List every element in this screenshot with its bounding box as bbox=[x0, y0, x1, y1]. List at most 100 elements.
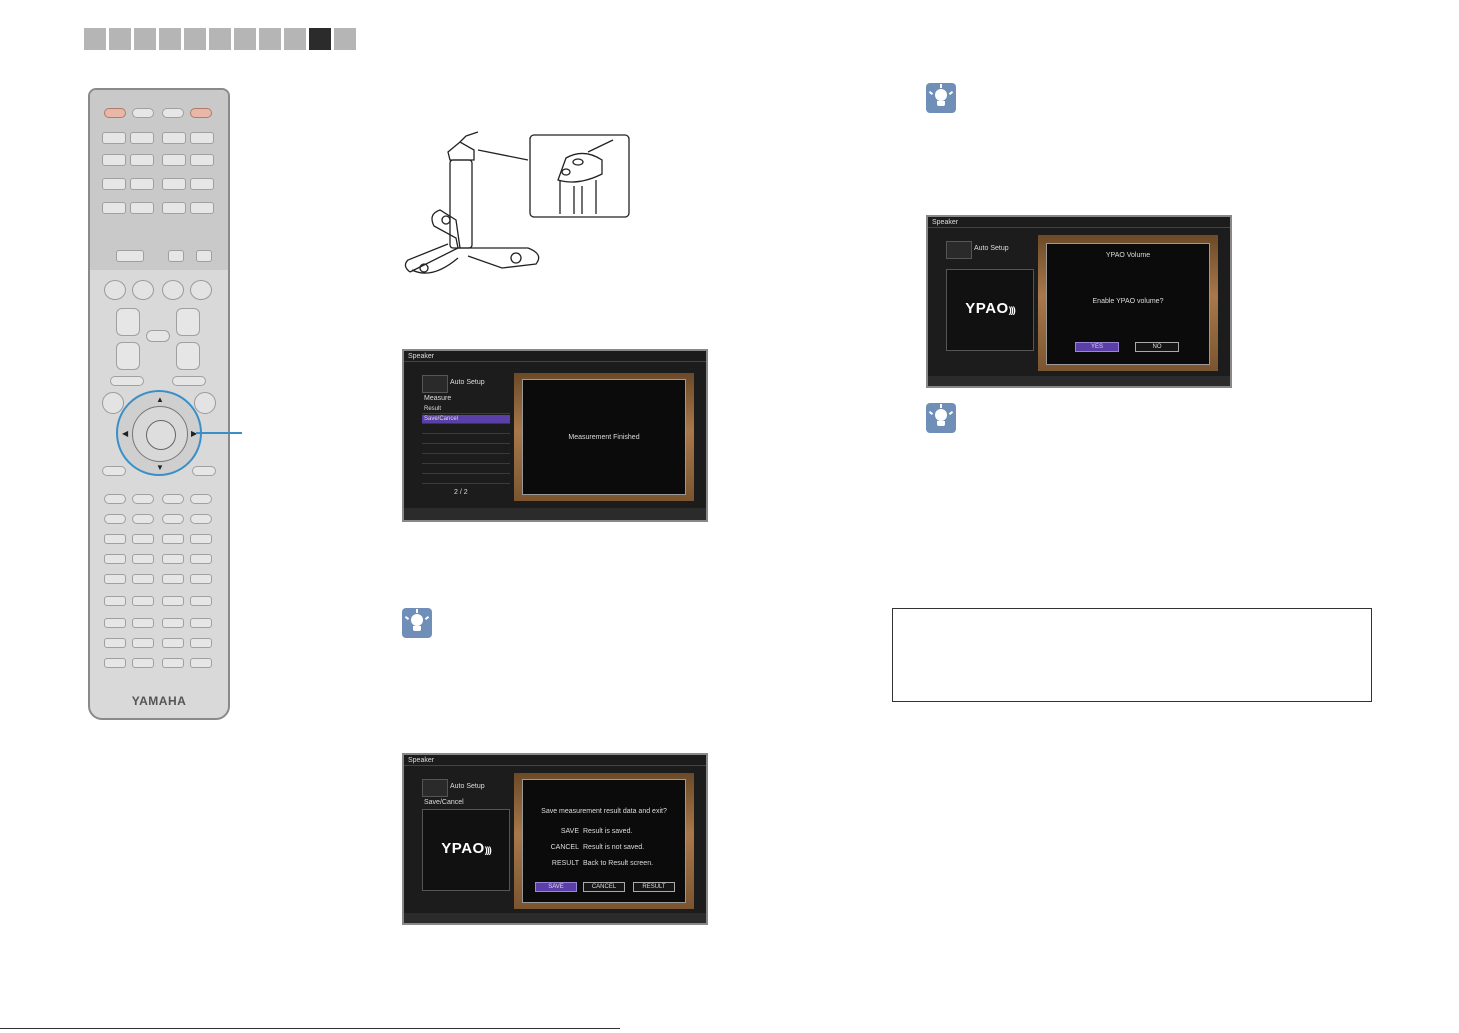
arrow-right-icon: ▶ bbox=[191, 429, 198, 438]
playback-button bbox=[162, 514, 184, 524]
remote-button bbox=[190, 638, 212, 648]
option-desc: Back to Result screen. bbox=[583, 860, 654, 867]
module-label: Auto Setup bbox=[974, 245, 1009, 252]
option-key: RESULT bbox=[551, 860, 579, 867]
volume-up-button bbox=[176, 308, 200, 336]
chapter-tab[interactable] bbox=[234, 28, 256, 50]
screen-header: Speaker bbox=[408, 757, 435, 764]
input-button bbox=[162, 154, 186, 166]
result-button[interactable]: RESULT bbox=[633, 882, 675, 892]
microphone-stand-svg bbox=[404, 131, 630, 274]
ypao-logo: YPAO))) bbox=[965, 300, 1016, 317]
input-button bbox=[190, 154, 214, 166]
footer-rule bbox=[0, 1028, 620, 1029]
number-button bbox=[132, 618, 154, 628]
save-button[interactable]: SAVE bbox=[535, 882, 577, 892]
remote-button bbox=[102, 392, 124, 414]
menu-row-empty bbox=[422, 435, 510, 444]
remote-button bbox=[132, 638, 154, 648]
remote-button bbox=[162, 638, 184, 648]
number-button bbox=[162, 618, 184, 628]
chapter-tab[interactable] bbox=[259, 28, 281, 50]
callout-line bbox=[196, 432, 242, 434]
option-key: CANCEL bbox=[550, 844, 579, 851]
chapter-tabs[interactable] bbox=[84, 28, 356, 50]
menu-title: Measure bbox=[424, 395, 452, 402]
input-button bbox=[102, 178, 126, 190]
input-button bbox=[130, 154, 154, 166]
chapter-tab[interactable] bbox=[334, 28, 356, 50]
playback-button bbox=[162, 494, 184, 504]
number-button bbox=[132, 574, 154, 584]
number-button bbox=[104, 574, 126, 584]
page-indicator: 2 / 2 bbox=[454, 489, 468, 496]
yamaha-logo: YAMAHA bbox=[131, 694, 187, 708]
remote-button bbox=[168, 250, 184, 262]
remote-button bbox=[104, 658, 126, 668]
number-button bbox=[104, 596, 126, 606]
chapter-tab[interactable] bbox=[159, 28, 181, 50]
microphone-on-stand-illustration bbox=[398, 130, 634, 290]
dialog-prompt: Enable YPAO volume? bbox=[1092, 298, 1164, 305]
chapter-tab[interactable] bbox=[284, 28, 306, 50]
preset-up-button bbox=[116, 308, 140, 336]
cancel-button[interactable]: CANCEL bbox=[583, 882, 625, 892]
menu-title: Save/Cancel bbox=[424, 799, 464, 806]
dialog-title: YPAO Volume bbox=[1105, 252, 1151, 259]
option-key: SAVE bbox=[560, 828, 579, 835]
ypao-logo: YPAO))) bbox=[441, 840, 492, 857]
menu-item-label: Result bbox=[424, 406, 442, 412]
remote-button bbox=[132, 108, 154, 118]
number-button bbox=[132, 534, 154, 544]
input-button bbox=[130, 132, 154, 144]
chapter-tab[interactable] bbox=[84, 28, 106, 50]
screen-header: Speaker bbox=[408, 353, 435, 360]
sound-wave-icon: ))) bbox=[1008, 305, 1016, 315]
remote-button bbox=[110, 376, 144, 386]
remote-button bbox=[196, 250, 212, 262]
sound-wave-icon: ))) bbox=[484, 845, 492, 855]
enter-button bbox=[146, 420, 176, 450]
chapter-tab[interactable] bbox=[209, 28, 231, 50]
remote-button bbox=[132, 658, 154, 668]
option-desc: Result is saved. bbox=[583, 828, 633, 835]
power-button bbox=[104, 108, 126, 118]
input-button bbox=[130, 178, 154, 190]
chapter-tab[interactable] bbox=[134, 28, 156, 50]
chapter-tab[interactable] bbox=[109, 28, 131, 50]
scene-button bbox=[132, 280, 154, 300]
scene-button bbox=[162, 280, 184, 300]
number-button bbox=[190, 534, 212, 544]
screen-header: Speaker bbox=[932, 219, 959, 226]
number-button bbox=[190, 554, 212, 564]
screen-measurement-finished: Speaker Auto Setup Measure Result Save/C… bbox=[402, 349, 708, 522]
chapter-tab[interactable] bbox=[184, 28, 206, 50]
menu-item-save-cancel[interactable]: Save/Cancel bbox=[422, 415, 510, 424]
ypao-logo-box: YPAO))) bbox=[422, 809, 510, 891]
number-button bbox=[162, 596, 184, 606]
volume-down-button bbox=[176, 342, 200, 370]
remote-button bbox=[102, 466, 126, 476]
chapter-tab-active[interactable] bbox=[309, 28, 331, 50]
scene-button bbox=[104, 280, 126, 300]
menu-item-label: Save/Cancel bbox=[424, 416, 459, 422]
input-button bbox=[190, 132, 214, 144]
number-button bbox=[190, 596, 212, 606]
power-button bbox=[190, 108, 212, 118]
yes-button[interactable]: YES bbox=[1075, 342, 1119, 352]
playback-button bbox=[132, 514, 154, 524]
screen-ypao-volume: Speaker Auto Setup YPAO))) YPAO Volume E… bbox=[926, 215, 1232, 388]
remote-control-illustration: ▲ ▼ ◀ ▶ YAMAHA bbox=[88, 88, 230, 720]
number-button bbox=[132, 596, 154, 606]
ypao-logo-box: YPAO))) bbox=[946, 269, 1034, 351]
input-button bbox=[162, 132, 186, 144]
menu-item-result[interactable]: Result bbox=[422, 405, 510, 414]
playback-button bbox=[104, 514, 126, 524]
no-button[interactable]: NO bbox=[1135, 342, 1179, 352]
input-button bbox=[190, 202, 214, 214]
arrow-up-icon: ▲ bbox=[156, 395, 164, 404]
option-desc: Result is not saved. bbox=[583, 844, 645, 851]
input-button bbox=[190, 178, 214, 190]
screen-save-cancel: Speaker Auto Setup Save/Cancel YPAO))) S… bbox=[402, 753, 708, 925]
number-button bbox=[104, 618, 126, 628]
